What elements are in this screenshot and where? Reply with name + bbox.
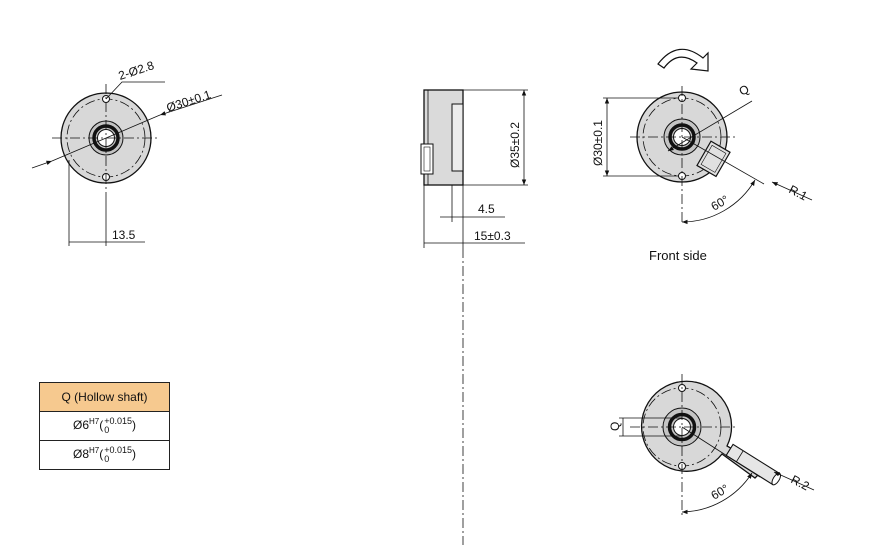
rotation-arrow — [657, 48, 709, 72]
paren-open: ( — [99, 447, 104, 462]
side-view: Ø35±0.2 4.5 15±0.3 — [420, 89, 528, 545]
q-leader — [667, 100, 753, 152]
angle-1-arc — [681, 179, 756, 225]
radius-1-leader — [771, 181, 813, 201]
paren-open: ( — [99, 418, 104, 433]
table-header: Q (Hollow shaft) — [39, 382, 170, 412]
tolerance-lower: 0 — [104, 425, 110, 435]
bolt-circle-leader — [159, 94, 223, 116]
rear-view: Q 60° R.2 — [608, 374, 815, 515]
angle-2-arc — [681, 472, 753, 515]
shaft-size: Ø6 — [72, 418, 89, 433]
front-view: Q Ø30±0.1 60° R.1 Front side — [591, 48, 813, 263]
shaft-q-label-bottom: Q — [608, 422, 622, 431]
height-dimension: Ø35±0.2 — [508, 122, 522, 168]
bolt-circle-leader-tail — [31, 160, 53, 169]
shaft-q-label: Q — [737, 82, 752, 99]
radius-2-leader — [773, 471, 815, 491]
angle-1-ray — [681, 136, 765, 185]
offset-dimension: 13.5 — [112, 228, 136, 242]
angle-2-dimension: 60° — [709, 481, 732, 502]
length-dimension: 15±0.3 — [474, 229, 511, 243]
radius-1-dimension: R.1 — [787, 182, 810, 203]
radius-2-dimension: R.2 — [789, 472, 812, 493]
fit-class: H7 — [89, 446, 100, 456]
bolt-circle-dimension: Ø30±0.1 — [165, 87, 213, 115]
bolt-circle-diameter-line — [51, 114, 161, 162]
paren-close: ) — [132, 418, 137, 433]
front-side-label: Front side — [649, 248, 707, 263]
front-connector-block — [696, 140, 731, 178]
flange-dimension: 4.5 — [478, 202, 495, 216]
side-connector-pins — [423, 146, 431, 172]
angle-1-dimension: 60° — [709, 192, 732, 213]
left-view: 2-Ø2.8 Ø30±0.1 13.5 — [31, 58, 223, 246]
tolerance-upper: +0.015 — [104, 445, 133, 455]
front-bolt-circle-dimension: Ø30±0.1 — [591, 120, 605, 166]
angle-2-ray — [681, 426, 761, 478]
side-flange — [451, 103, 464, 172]
tolerance-upper: +0.015 — [104, 416, 133, 426]
side-connector — [420, 143, 434, 175]
holes-leader — [105, 81, 165, 100]
tolerance-lower: 0 — [104, 454, 110, 464]
fit-class: H7 — [89, 417, 100, 427]
holes-dimension: 2-Ø2.8 — [117, 58, 157, 83]
rear-cable — [725, 443, 782, 486]
paren-close: ) — [132, 447, 137, 462]
shaft-size: Ø8 — [72, 447, 89, 462]
